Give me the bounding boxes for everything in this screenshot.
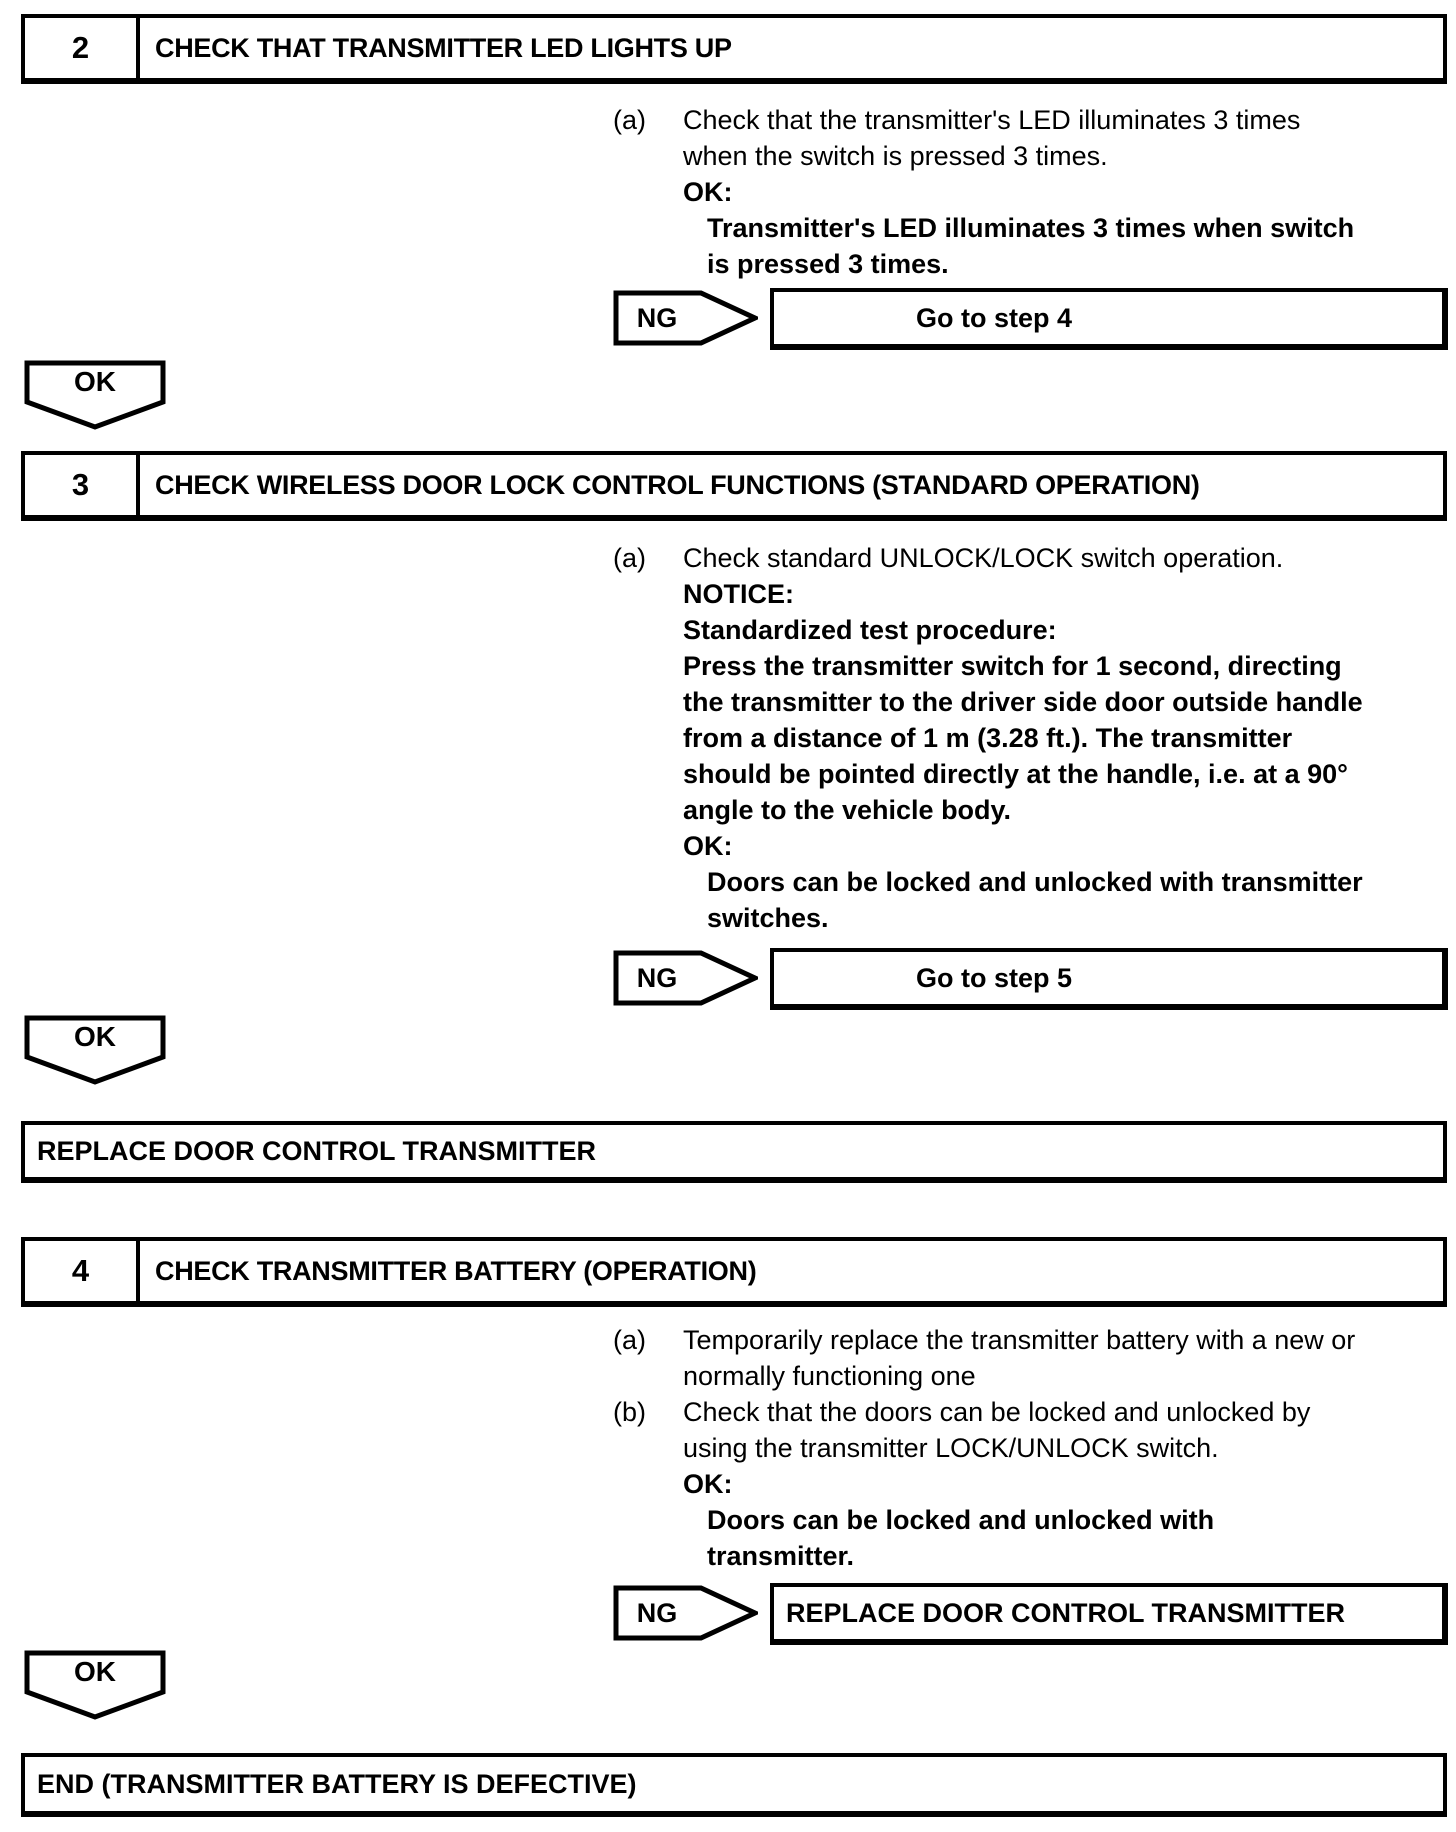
step2-item-a-text1: Check that the transmitter's LED illumin… — [683, 105, 1301, 135]
step2-item-a-text2: when the switch is pressed 3 times. — [683, 141, 1108, 171]
step3-ng-action-box: Go to step 5 — [770, 948, 1448, 1010]
step3-notice-text4: from a distance of 1 m (3.28 ft.). The t… — [683, 723, 1293, 753]
step3-ng-label: NG — [636, 962, 678, 993]
step2-body: (a) Check that the transmitter's LED ill… — [613, 102, 1453, 282]
step4-item-a-line1: (a) Temporarily replace the transmitter … — [613, 1322, 1453, 1358]
step3-ok-connector-label: OK — [74, 1021, 116, 1052]
step4-ok-text2: transmitter. — [707, 1541, 855, 1571]
step4-header: 4 CHECK TRANSMITTER BATTERY (OPERATION) — [21, 1237, 1447, 1307]
ng-arrow-shape — [613, 950, 758, 1006]
step2-ok-text1: Transmitter's LED illuminates 3 times wh… — [707, 213, 1355, 243]
step4-ok-connector: OK — [24, 1650, 166, 1720]
step4-ng-action-text: REPLACE DOOR CONTROL TRANSMITTER — [786, 1597, 1345, 1628]
step4-ng-row: NG REPLACE DOOR CONTROL TRANSMITTER — [613, 1583, 1453, 1647]
step2-ok-text2: is pressed 3 times. — [707, 249, 949, 279]
step3-item-a-line1: (a) Check standard UNLOCK/LOCK switch op… — [613, 540, 1453, 576]
ok-pentagon-shape — [24, 1650, 166, 1720]
step2-ng-action-text: Go to step 4 — [915, 302, 1072, 333]
step3-notice-text2: Press the transmitter switch for 1 secon… — [683, 651, 1342, 681]
step3-item-a-text1: Check standard UNLOCK/LOCK switch operat… — [683, 543, 1284, 573]
step2-item-a-line1: (a) Check that the transmitter's LED ill… — [613, 102, 1453, 138]
replace-transmitter-box: REPLACE DOOR CONTROL TRANSMITTER — [21, 1121, 1447, 1183]
step3-ok-text1: Doors can be locked and unlocked with tr… — [707, 867, 1363, 897]
step2-number: 2 — [25, 18, 140, 78]
ok-pentagon-shape — [24, 1015, 166, 1085]
step4-item-a-text1: Temporarily replace the transmitter batt… — [683, 1325, 1356, 1355]
step2-item-a-line2: when the switch is pressed 3 times. — [613, 138, 1453, 174]
step3-title: CHECK WIRELESS DOOR LOCK CONTROL FUNCTIO… — [155, 469, 1200, 500]
step4-number: 4 — [25, 1241, 140, 1301]
end-box-text: END (TRANSMITTER BATTERY IS DEFECTIVE) — [37, 1768, 637, 1799]
step3-header: 3 CHECK WIRELESS DOOR LOCK CONTROL FUNCT… — [21, 451, 1447, 521]
step4-item-a-text2: normally functioning one — [683, 1361, 976, 1391]
step2-ng-label: NG — [636, 302, 678, 333]
step4-title: CHECK TRANSMITTER BATTERY (OPERATION) — [155, 1255, 757, 1286]
step3-notice-heading: NOTICE: — [683, 579, 794, 609]
step2-ok-line2: is pressed 3 times. — [613, 246, 1453, 282]
step4-ng-label: NG — [636, 1597, 678, 1628]
step4-item-b-text1: Check that the doors can be locked and u… — [683, 1397, 1311, 1427]
step3-number: 3 — [25, 455, 140, 515]
step3-ok-connector: OK — [24, 1015, 166, 1085]
step2-ok-heading-line: OK: — [613, 174, 1453, 210]
step3-ng-row: NG Go to step 5 — [613, 948, 1453, 1012]
step3-ng-action-text: Go to step 5 — [915, 962, 1072, 993]
step3-notice-heading-line: NOTICE: — [613, 576, 1453, 612]
end-box: END (TRANSMITTER BATTERY IS DEFECTIVE) — [21, 1753, 1447, 1817]
step4-item-b-text2: using the transmitter LOCK/UNLOCK switch… — [683, 1433, 1219, 1463]
step2-ok-line1: Transmitter's LED illuminates 3 times wh… — [613, 210, 1453, 246]
step3-ok-heading: OK: — [683, 831, 733, 861]
step4-ok-text1: Doors can be locked and unlocked with — [707, 1505, 1215, 1535]
step2-ok-connector-label: OK — [74, 366, 116, 397]
step4-item-a-marker: (a) — [613, 1325, 646, 1355]
step3-item-a-marker: (a) — [613, 543, 646, 573]
step2-ng-action-box: Go to step 4 — [770, 288, 1448, 350]
step4-item-b-line1: (b) Check that the doors can be locked a… — [613, 1394, 1453, 1430]
step3-notice-text5: should be pointed directly at the handle… — [683, 759, 1348, 789]
step2-ok-heading: OK: — [683, 177, 733, 207]
step2-ng-row: NG Go to step 4 — [613, 288, 1453, 352]
ok-pentagon-shape — [24, 360, 166, 430]
step3-body: (a) Check standard UNLOCK/LOCK switch op… — [613, 540, 1453, 936]
step3-notice-text6: angle to the vehicle body. — [683, 795, 1012, 825]
step4-ng-action-box: REPLACE DOOR CONTROL TRANSMITTER — [770, 1583, 1448, 1645]
replace-transmitter-text: REPLACE DOOR CONTROL TRANSMITTER — [37, 1135, 596, 1166]
step4-item-b-marker: (b) — [613, 1397, 646, 1427]
step4-ok-heading-line: OK: — [613, 1466, 1453, 1502]
ng-arrow-shape — [613, 1585, 758, 1641]
ng-arrow-shape — [613, 290, 758, 346]
step2-ok-connector: OK — [24, 360, 166, 430]
step2-title: CHECK THAT TRANSMITTER LED LIGHTS UP — [155, 32, 732, 63]
step3-notice-text3: the transmitter to the driver side door … — [683, 687, 1363, 717]
step3-ok-text2: switches. — [707, 903, 829, 933]
step3-notice-text1: Standardized test procedure: — [683, 615, 1057, 645]
step4-body: (a) Temporarily replace the transmitter … — [613, 1322, 1453, 1574]
step2-header: 2 CHECK THAT TRANSMITTER LED LIGHTS UP — [21, 14, 1447, 84]
step3-ok-heading-line: OK: — [613, 828, 1453, 864]
step4-ok-heading: OK: — [683, 1469, 733, 1499]
step4-ok-connector-label: OK — [74, 1656, 116, 1687]
step2-item-a-marker: (a) — [613, 105, 646, 135]
